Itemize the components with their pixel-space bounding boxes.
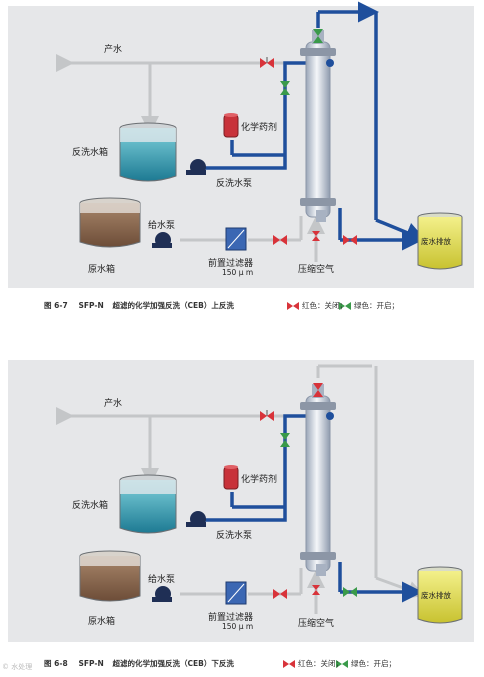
feed-pump xyxy=(152,586,172,602)
backwash-pump xyxy=(186,159,206,175)
legend-valve-green xyxy=(339,302,351,310)
label-raw-tank: 原水箱 xyxy=(88,265,116,275)
label-drain: 废水排放 xyxy=(421,237,451,246)
prefilter xyxy=(225,227,247,251)
raw-water-tank xyxy=(79,197,141,248)
prefilter xyxy=(225,581,247,605)
legend-valve-red xyxy=(287,302,299,310)
diagram-panel-1: 产水 化学药剂 反洗水箱 反洗水泵 给水泵 原水箱 前置过滤器 150 μ m … xyxy=(0,0,484,330)
process-diagram-ceb-down xyxy=(8,360,474,668)
label-drain: 废水排放 xyxy=(421,591,451,600)
valve-red-product xyxy=(260,57,274,68)
caption-red-legend: 红色：关闭； xyxy=(298,659,343,668)
feed-pump xyxy=(152,232,172,248)
label-feed-pump: 给水泵 xyxy=(148,575,176,585)
watermark: © 水处理 xyxy=(2,663,33,671)
caption-green-legend: 绿色：开启； xyxy=(354,301,399,310)
chemical-drum xyxy=(223,465,239,490)
valve-red-bottom xyxy=(343,235,357,245)
valve-red-feed xyxy=(273,589,287,599)
backwash-pump xyxy=(186,511,206,527)
backwash-tank xyxy=(119,474,177,534)
diagram-panel-2: 产水 化学药剂 反洗水箱 反洗水泵 给水泵 原水箱 前置过滤器 150 μ m … xyxy=(0,356,484,677)
caption-fig-no: 图 6-7 xyxy=(44,301,68,310)
caption-title: 超滤的化学加强反洗（CEB）下反洗 xyxy=(112,659,234,668)
valve-red-air xyxy=(312,231,320,241)
caption-model: SFP-N xyxy=(78,659,104,668)
label-chemical: 化学药剂 xyxy=(241,123,278,133)
label-compressed-air: 压缩空气 xyxy=(298,619,335,629)
caption-model: SFP-N xyxy=(78,301,104,310)
chemical-drum xyxy=(223,113,239,138)
process-diagram-ceb-up xyxy=(8,1,474,310)
valve-red-top xyxy=(313,383,323,397)
label-product-water: 产水 xyxy=(104,399,123,409)
valve-green-mid xyxy=(280,81,290,95)
label-raw-tank: 原水箱 xyxy=(88,617,116,627)
label-backwash-tank: 反洗水箱 xyxy=(72,501,109,511)
label-backwash-tank: 反洗水箱 xyxy=(72,148,109,158)
backwash-tank xyxy=(119,122,177,182)
label-product-water: 产水 xyxy=(104,45,123,55)
raw-water-tank xyxy=(79,550,141,602)
uf-membrane-column xyxy=(300,30,336,222)
label-prefilter-size: 150 μ m xyxy=(222,268,254,277)
valve-red-feed xyxy=(273,235,287,245)
legend-valve-green xyxy=(336,660,348,668)
valve-red-product xyxy=(260,410,274,421)
caption-fig-no: 图 6-8 xyxy=(44,659,68,668)
label-feed-pump: 给水泵 xyxy=(148,221,176,231)
caption-title: 超滤的化学加强反洗（CEB）上反洗 xyxy=(112,301,234,310)
label-chemical: 化学药剂 xyxy=(241,475,278,485)
valve-red-air xyxy=(312,585,320,595)
caption-green-legend: 绿色：开启； xyxy=(351,659,396,668)
legend-valve-red xyxy=(283,660,295,668)
label-compressed-air: 压缩空气 xyxy=(298,265,335,275)
uf-membrane-column xyxy=(300,384,336,576)
gray-piping xyxy=(56,54,325,262)
drain-tank xyxy=(417,212,463,270)
valve-green-bottom xyxy=(343,587,357,597)
label-backwash-pump: 反洗水泵 xyxy=(216,531,253,541)
valve-green-top xyxy=(313,29,323,43)
label-prefilter-size: 150 μ m xyxy=(222,622,254,631)
figure-caption-2: 图 6-8 SFP-N 超滤的化学加强反洗（CEB）下反洗 xyxy=(44,658,234,669)
valve-green-mid xyxy=(280,433,290,447)
figure-caption-1: 图 6-7 SFP-N 超滤的化学加强反洗（CEB）上反洗 xyxy=(44,300,234,311)
drain-tank xyxy=(417,566,463,624)
caption-red-legend: 红色：关闭； xyxy=(302,301,347,310)
label-prefilter: 前置过滤器 xyxy=(208,259,254,269)
label-prefilter: 前置过滤器 xyxy=(208,613,254,623)
label-backwash-pump: 反洗水泵 xyxy=(216,179,253,189)
